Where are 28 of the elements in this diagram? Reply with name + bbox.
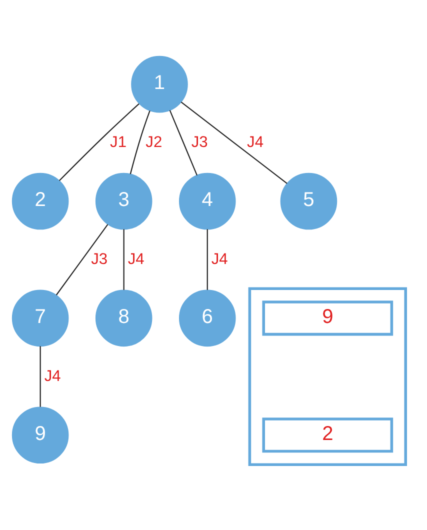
- edge-label: J4: [128, 250, 144, 268]
- edge-label: J4: [247, 134, 264, 151]
- node-circle: 5: [280, 172, 338, 230]
- connector: [123, 229, 124, 290]
- node-circle: 1: [131, 56, 188, 113]
- connector: [180, 102, 288, 184]
- node-circle: 3: [95, 172, 152, 230]
- node-box: 9: [262, 300, 394, 336]
- connector: [56, 224, 108, 296]
- edge-label: J3: [91, 250, 108, 268]
- node-circle: 4: [178, 172, 236, 230]
- cluster: [248, 287, 408, 466]
- node-circle: 9: [12, 406, 69, 464]
- node-box: 2: [262, 418, 394, 453]
- connector: [206, 229, 208, 290]
- node-circle: 6: [178, 290, 236, 347]
- connector: [58, 103, 140, 182]
- node-circle: 8: [95, 290, 152, 347]
- connector: [169, 110, 198, 176]
- connector: [40, 346, 41, 407]
- edge-label: J2: [146, 134, 162, 151]
- edge-label: J1: [110, 134, 127, 151]
- connector: [130, 110, 150, 174]
- node-circle: 2: [12, 172, 69, 230]
- edge-label: J3: [191, 134, 208, 151]
- edge-label: J4: [44, 368, 61, 385]
- edge-label: J4: [211, 250, 228, 268]
- node-circle: 7: [12, 290, 69, 347]
